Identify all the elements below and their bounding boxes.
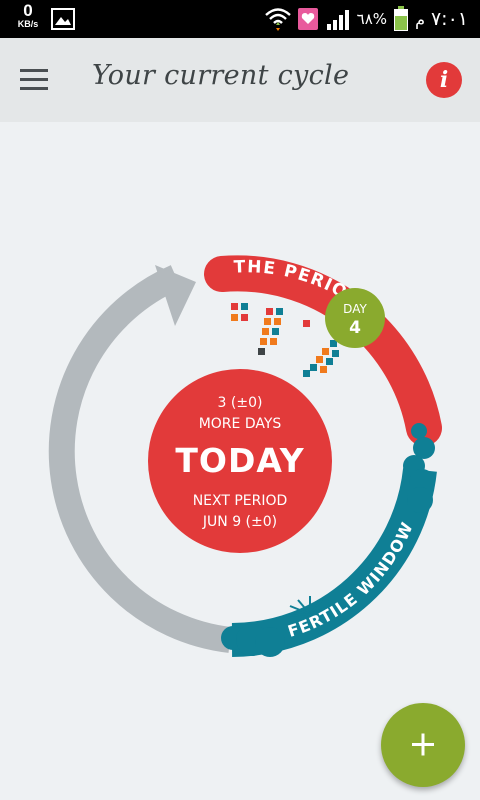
status-bar: 0 KB/s ٦٨% م ٧:٠١ xyxy=(0,0,480,38)
wifi-icon xyxy=(264,8,291,31)
ovulation-burst xyxy=(285,596,335,635)
next-period-date: JUN 9 (±0) xyxy=(202,514,277,530)
info-icon: i xyxy=(439,67,449,93)
cycle-view: THE PERIOD FERTILE WINDOW DAY 4 3 (±0) M… xyxy=(0,122,480,800)
network-speed-value: 0 xyxy=(23,1,33,20)
network-speed-unit: KB/s xyxy=(17,19,39,29)
battery-icon xyxy=(394,6,409,31)
app-bar: Your current cycle i xyxy=(0,38,480,122)
add-entry-button[interactable] xyxy=(381,703,465,787)
page-title: Your current cycle xyxy=(92,60,350,91)
battery-percent: ٦٨% xyxy=(356,10,388,28)
menu-button[interactable] xyxy=(18,60,58,100)
current-day-badge[interactable]: DAY 4 xyxy=(325,288,385,348)
current-day-number: 4 xyxy=(349,318,361,338)
current-day-badge-label: DAY xyxy=(343,302,367,316)
plus-icon xyxy=(412,733,434,756)
info-button[interactable]: i xyxy=(426,62,462,98)
period-day-marks xyxy=(231,303,339,377)
signal-icon xyxy=(326,10,349,30)
health-app-notification-icon xyxy=(297,8,318,30)
cycle-progress-arc xyxy=(48,265,232,653)
hamburger-menu-icon xyxy=(20,69,48,90)
fertile-bubbles xyxy=(221,423,435,657)
gallery-notification-icon xyxy=(51,8,75,30)
clock: ٧:٠١ xyxy=(430,8,468,30)
more-days-label: MORE DAYS xyxy=(199,416,282,432)
network-speed: 0 KB/s xyxy=(10,2,46,29)
cycle-ring: THE PERIOD FERTILE WINDOW DAY 4 3 (±0) M… xyxy=(48,255,442,657)
carrier-label: م xyxy=(415,9,425,29)
next-period-label: NEXT PERIOD xyxy=(193,493,288,509)
today-summary[interactable]: 3 (±0) MORE DAYS TODAY NEXT PERIOD JUN 9… xyxy=(148,369,332,553)
days-left-count: 3 (±0) xyxy=(218,395,263,411)
cycle-direction-arrow xyxy=(155,265,196,326)
today-label: TODAY xyxy=(175,441,304,480)
